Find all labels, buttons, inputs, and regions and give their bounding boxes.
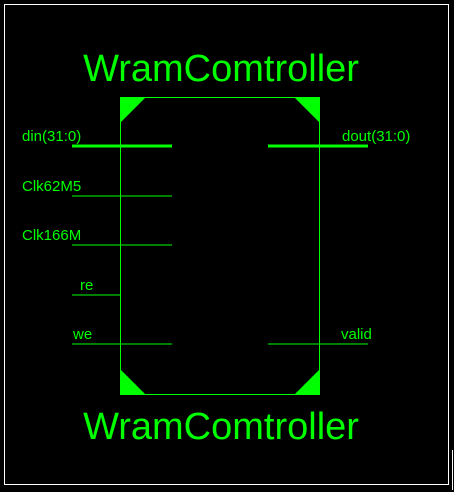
corner-marker-bottom-left (120, 369, 146, 395)
pin-label-re: re (80, 277, 93, 294)
pin-label-din: din(31:0) (22, 128, 81, 145)
component-body[interactable] (120, 97, 320, 395)
input-pin-re[interactable]: re (72, 277, 120, 296)
input-pin-clk62m5[interactable]: Clk62M5 (22, 178, 172, 197)
pin-label-dout: dout(31:0) (342, 128, 410, 145)
corner-marker-bottom-right (294, 369, 320, 395)
input-pin-we[interactable]: we (72, 326, 172, 345)
corner-marker-top-left (120, 97, 146, 123)
output-pin-valid[interactable]: valid (268, 326, 372, 345)
input-pin-clk166m[interactable]: Clk166M (22, 227, 172, 246)
output-pin-dout[interactable]: dout(31:0) (268, 128, 410, 148)
outer-frame (4, 4, 449, 485)
corner-marker-top-right (294, 97, 320, 123)
pin-label-valid: valid (341, 326, 372, 343)
component-outline (120, 97, 320, 395)
input-pin-din[interactable]: din(31:0) (22, 128, 172, 148)
component-name-bottom: WramComtroller (83, 406, 359, 448)
pin-label-we: we (72, 326, 92, 343)
component-name-top: WramComtroller (83, 48, 359, 90)
pin-label-clk166m: Clk166M (22, 227, 81, 244)
pin-label-clk62m5: Clk62M5 (22, 178, 81, 195)
